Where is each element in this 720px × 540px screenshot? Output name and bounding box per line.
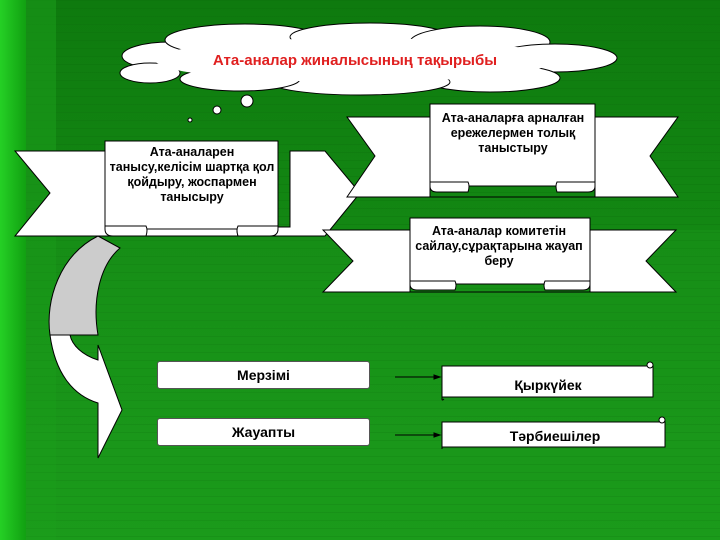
deadline-value: Қыркүйек	[514, 377, 582, 393]
banner-3-shape	[321, 217, 678, 293]
scroll-2	[441, 416, 666, 449]
banner-2-shape	[346, 103, 679, 198]
banner-1-shape	[13, 140, 361, 237]
banner-2-text: Ата-аналарға арналған ережелермен толық …	[441, 111, 585, 155]
diagram-title: Ата-аналар жиналысының тақырыбы	[212, 52, 498, 69]
curved-arrow	[48, 235, 123, 459]
responsible-value: Тәрбиешілер	[509, 428, 601, 444]
title-cloud	[119, 22, 618, 96]
banner-1-text: Ата-аналарен танысу,келісім шартқа қол қ…	[109, 145, 275, 204]
thought-bubbles	[187, 94, 254, 123]
deadline-label: Мерзімі	[157, 361, 370, 389]
responsible-label: Жауапты	[157, 418, 370, 446]
row-arrows	[395, 374, 442, 438]
banner-3-text: Ата-аналар комитетін сайлау,сұрақтарына …	[415, 224, 583, 268]
left-band	[0, 0, 26, 540]
scroll-1	[441, 361, 654, 401]
